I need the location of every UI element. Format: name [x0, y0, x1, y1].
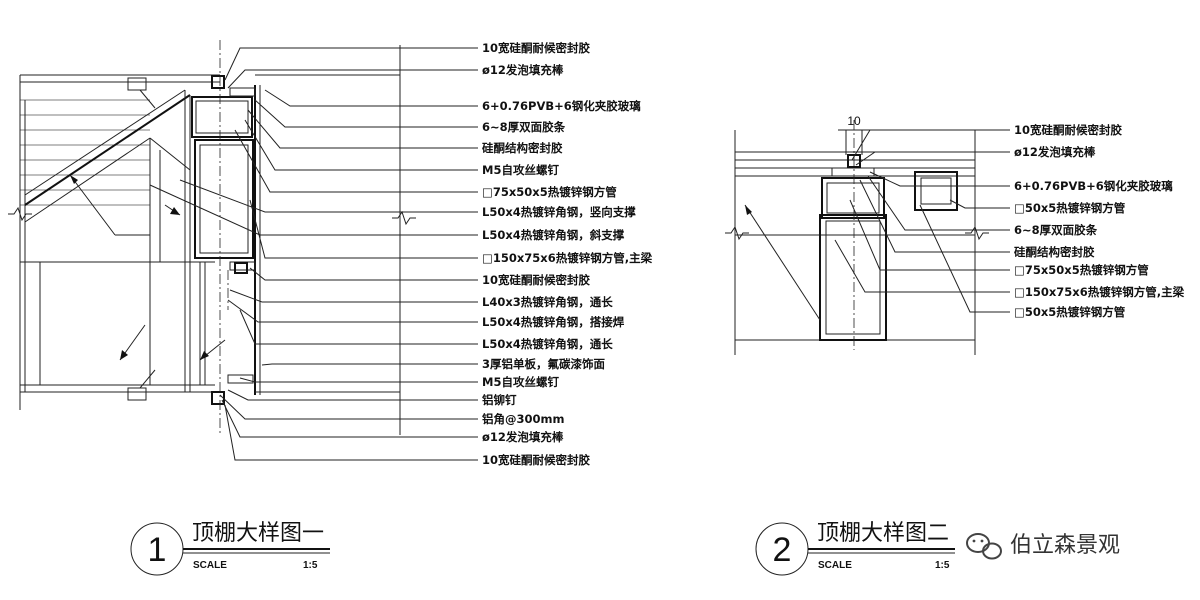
- d1-label-6: M5自攻丝螺钉: [482, 163, 559, 177]
- d1-label-17: 铝铆钉: [482, 393, 517, 407]
- detail-1-labels: 10宽硅酮耐候密封胶 ø12发泡填充棒 6+0.76PVB+6钢化夹胶玻璃 6~…: [482, 41, 653, 467]
- d2-label-9: □50x5热镀锌钢方管: [1014, 305, 1126, 319]
- watermark: 伯立森景观: [966, 533, 1120, 560]
- d2-label-5: 6~8厚双面胶条: [1014, 223, 1098, 237]
- detail-1-scale-value: 1:5: [303, 560, 318, 571]
- detail-1-title-block: 1 顶棚大样图一 SCALE 1:5: [130, 521, 330, 576]
- d1-label-4: 6~8厚双面胶条: [482, 120, 566, 134]
- d1-label-14: L50x4热镀锌角钢，通长: [482, 337, 613, 351]
- detail-2-title-block: 2 顶棚大样图二 SCALE 1:5: [755, 521, 955, 576]
- wechat-icon: [966, 533, 1002, 560]
- detail-2-scale-value: 1:5: [935, 560, 950, 571]
- detail-2-number: 2: [773, 531, 792, 569]
- detail-1-geometry: [8, 40, 416, 435]
- d1-label-10: □150x75x6热镀锌钢方管,主梁: [482, 251, 653, 265]
- d1-label-13: L50x4热镀锌角钢，搭接焊: [482, 315, 625, 329]
- d1-label-16: M5自攻丝螺钉: [482, 375, 559, 389]
- d1-label-2: ø12发泡填充棒: [482, 63, 564, 77]
- d2-label-3: 6+0.76PVB+6钢化夹胶玻璃: [1014, 179, 1173, 193]
- detail-1-number: 1: [148, 531, 167, 569]
- detail-2-leaders: [834, 129, 1010, 313]
- d2-label-7: □75x50x5热镀锌钢方管: [1014, 263, 1149, 277]
- d1-label-9: L50x4热镀锌角钢，斜支撑: [482, 228, 625, 242]
- d1-label-11: 10宽硅酮耐候密封胶: [482, 273, 591, 287]
- d2-label-6: 硅酮结构密封胶: [1014, 245, 1095, 259]
- d1-label-18: 铝角@300mm: [482, 412, 564, 426]
- d2-label-2: ø12发泡填充棒: [1014, 145, 1096, 159]
- detail-1-leaders: [149, 47, 478, 461]
- detail-1-title: 顶棚大样图一: [192, 521, 324, 546]
- detail-2-geometry: 10: [725, 114, 989, 355]
- d1-label-20: 10宽硅酮耐候密封胶: [482, 453, 591, 467]
- detail-1-scale-label: SCALE: [193, 560, 227, 571]
- d1-label-19: ø12发泡填充棒: [482, 430, 564, 444]
- d2-label-8: □150x75x6热镀锌钢方管,主梁: [1014, 285, 1185, 299]
- watermark-text: 伯立森景观: [1010, 533, 1120, 558]
- detail-2-scale-label: SCALE: [818, 560, 852, 571]
- detail-2-labels: 10宽硅酮耐候密封胶 ø12发泡填充棒 6+0.76PVB+6钢化夹胶玻璃 □5…: [1014, 123, 1185, 319]
- d1-label-5: 硅酮结构密封胶: [482, 141, 563, 155]
- d1-label-8: L50x4热镀锌角钢，竖向支撑: [482, 205, 636, 219]
- d1-label-1: 10宽硅酮耐候密封胶: [482, 41, 591, 55]
- detail-2-title: 顶棚大样图二: [817, 521, 949, 546]
- d1-label-15: 3厚铝单板，氟碳漆饰面: [482, 357, 606, 371]
- d1-label-7: □75x50x5热镀锌钢方管: [482, 185, 617, 199]
- d2-label-1: 10宽硅酮耐候密封胶: [1014, 123, 1123, 137]
- d2-label-4: □50x5热镀锌钢方管: [1014, 201, 1126, 215]
- d1-label-12: L40x3热镀锌角钢，通长: [482, 295, 613, 309]
- d1-label-3: 6+0.76PVB+6钢化夹胶玻璃: [482, 99, 641, 113]
